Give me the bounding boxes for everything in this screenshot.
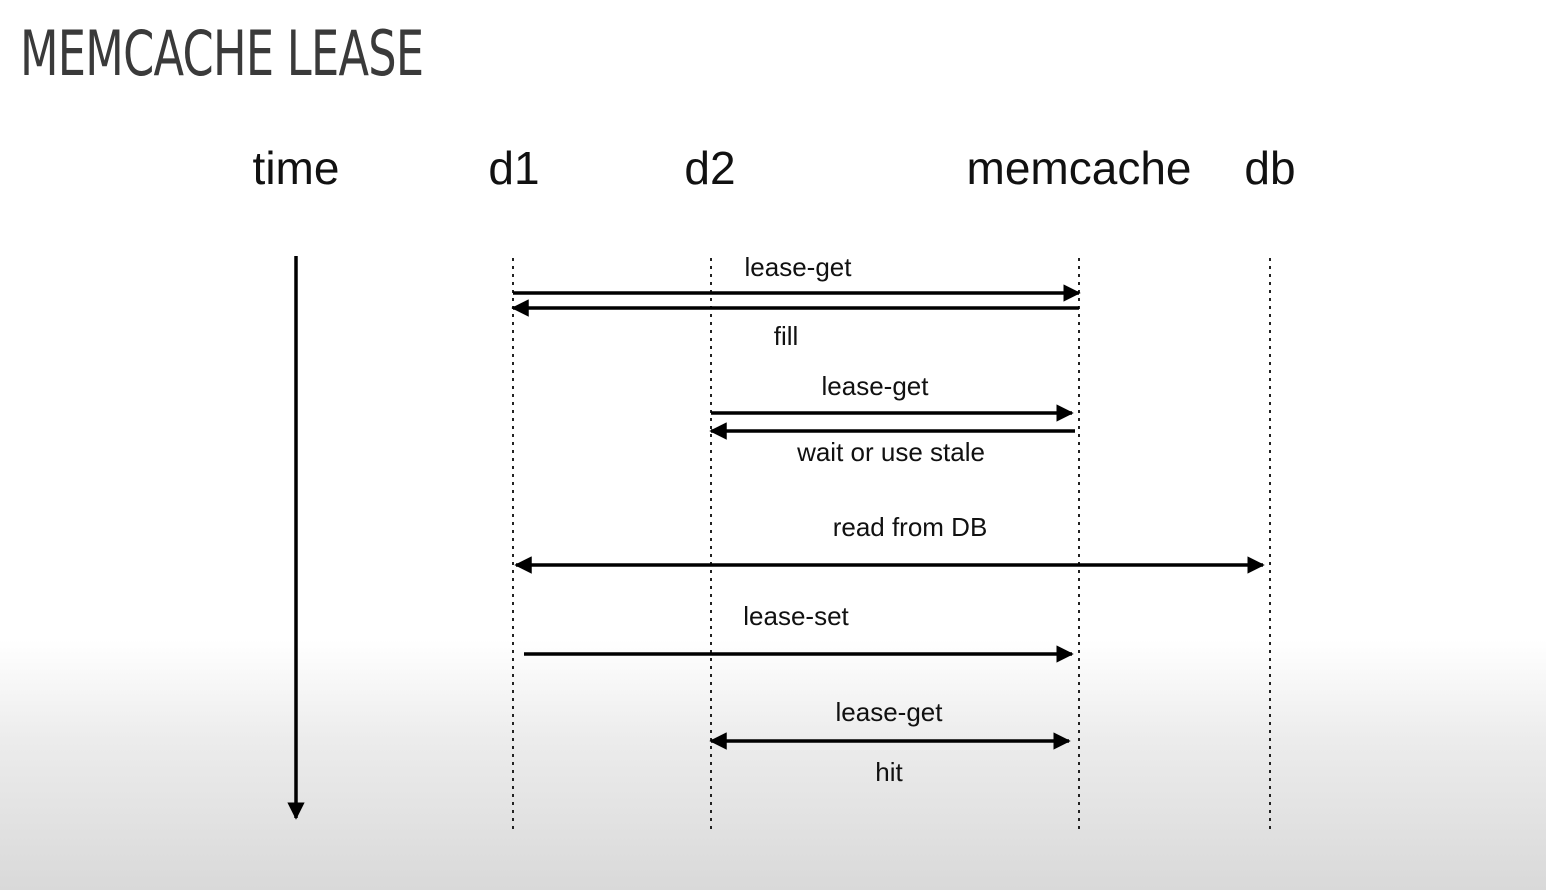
slide-title: MEMCACHE LEASE [20,17,424,90]
time-axis-label: time [252,142,340,194]
message-label-lease-get-2: lease-get [821,371,929,401]
lane-header-memcache: memcache [966,142,1192,194]
lane-header-d2: d2 [684,142,736,194]
message-label-lease-get-3: lease-get [835,697,943,727]
lane-header-d1: d1 [488,142,540,194]
message-label-read-from-db: read from DB [832,512,988,542]
message-label-lease-get-1: lease-get [744,252,852,282]
lane-header-db: db [1244,142,1296,194]
message-label-lease-set: lease-set [743,601,849,631]
message-label-wait-or-use-stale: wait or use stale [797,437,985,467]
message-label-fill: fill [773,321,799,351]
message-label-hit: hit [875,757,903,787]
